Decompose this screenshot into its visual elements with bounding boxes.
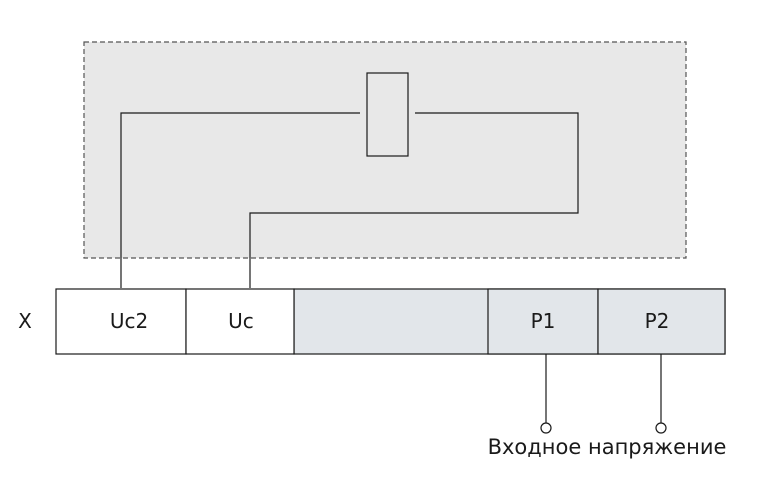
terminal-p1 xyxy=(487,288,599,355)
terminal-uc2-label: Uc2 xyxy=(110,309,148,333)
wire-coil-to-uc xyxy=(249,112,579,288)
terminal-uc xyxy=(185,288,295,355)
terminal-uc-label: Uc xyxy=(228,309,254,333)
wire-uc2-to-coil xyxy=(120,112,360,288)
coil-element xyxy=(366,72,409,157)
input-terminal-p1-icon xyxy=(540,422,552,434)
terminal-p2 xyxy=(597,288,726,355)
terminal-p1-label: P1 xyxy=(531,309,556,333)
terminal-p2-label: P2 xyxy=(645,309,670,333)
input-voltage-caption: Входное напряжение xyxy=(488,435,727,459)
input-terminal-p2-icon xyxy=(655,422,667,434)
row-label: X xyxy=(18,309,32,333)
